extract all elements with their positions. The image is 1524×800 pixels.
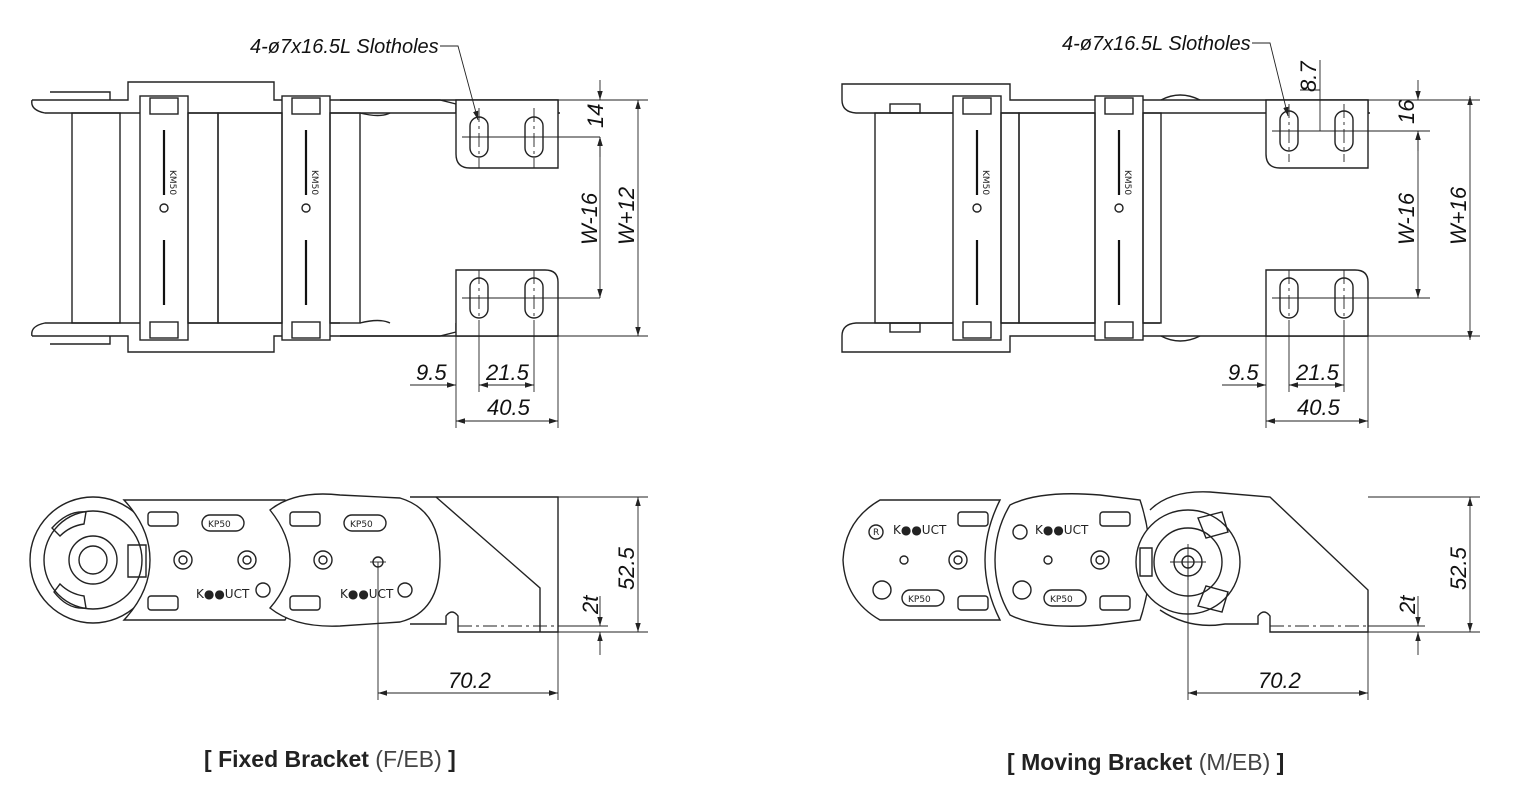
moving-dim-16: 16 bbox=[1394, 99, 1419, 124]
fixed-dim-52.5: 52.5 bbox=[614, 546, 639, 590]
fixed-dim-21.5: 21.5 bbox=[485, 360, 530, 385]
moving-brand-mark-2: K●●UCT bbox=[1035, 523, 1089, 537]
moving-top-view: KM50 KM50 bbox=[841, 83, 1430, 353]
moving-dim-9.5: 9.5 bbox=[1228, 360, 1259, 385]
moving-slotholes-note: 4-ø7x16.5L Slotholes bbox=[1062, 33, 1251, 55]
moving-model-mark-2: KM50 bbox=[1122, 170, 1132, 195]
moving-brand-mark: K●●UCT bbox=[893, 523, 947, 537]
fixed-bracket-caption: [ Fixed Bracket (F/EB) ] bbox=[204, 746, 456, 773]
fixed-model-mark: KM50 bbox=[167, 170, 177, 195]
fixed-dim-40.5: 40.5 bbox=[487, 395, 531, 420]
fixed-side-dimensions: 52.5 2t 70.2 bbox=[377, 496, 648, 700]
fixed-dim-w+12: W+12 bbox=[614, 187, 639, 245]
moving-side-view: R K●●UCT KP50 K●●UCT KP50 bbox=[842, 491, 1369, 633]
moving-dim-52.5: 52.5 bbox=[1446, 546, 1471, 590]
fixed-top-dimensions: 4-ø7x16.5L Slotholes 14 W-16 W+12 9.5 21… bbox=[250, 36, 648, 428]
fixed-dim-2t: 2t bbox=[578, 595, 603, 615]
fixed-caption-open: [ bbox=[204, 746, 219, 772]
moving-dim-w-16: W-16 bbox=[1394, 192, 1419, 245]
moving-part-mark-2: KP50 bbox=[1050, 595, 1073, 605]
moving-dim-21.5: 21.5 bbox=[1295, 360, 1340, 385]
moving-model-mark: KM50 bbox=[980, 170, 990, 195]
moving-dim-w+16: W+16 bbox=[1446, 186, 1471, 245]
moving-r-mark: R bbox=[873, 528, 879, 538]
fixed-caption-code: (F/EB) bbox=[368, 746, 449, 772]
moving-side-dimensions: 52.5 2t 70.2 bbox=[1187, 496, 1480, 700]
moving-caption-code: (M/EB) bbox=[1192, 749, 1277, 775]
fixed-dim-14: 14 bbox=[583, 104, 608, 128]
fixed-slotholes-note: 4-ø7x16.5L Slotholes bbox=[250, 36, 439, 58]
fixed-side-view: KP50 K●●UCT KP50 K●●UCT bbox=[29, 493, 559, 633]
fixed-top-view: KM50 KM50 bbox=[31, 81, 600, 353]
moving-top-dimensions: 4-ø7x16.5L Slotholes 8.7 16 W-16 W+16 9.… bbox=[1062, 33, 1480, 428]
fixed-part-mark-2: KP50 bbox=[350, 520, 373, 530]
moving-dim-8.7: 8.7 bbox=[1296, 61, 1321, 92]
fixed-caption-name: Fixed Bracket bbox=[218, 746, 369, 772]
moving-caption-close: ] bbox=[1276, 749, 1285, 775]
fixed-dim-9.5: 9.5 bbox=[416, 360, 447, 385]
fixed-dim-w-16: W-16 bbox=[577, 192, 602, 245]
moving-dim-2t: 2t bbox=[1395, 595, 1420, 615]
fixed-brand-mark-2: K●●UCT bbox=[340, 587, 394, 601]
fixed-dim-70.2: 70.2 bbox=[448, 668, 491, 693]
moving-bracket-caption: [ Moving Bracket (M/EB) ] bbox=[1007, 749, 1284, 776]
moving-dim-40.5: 40.5 bbox=[1297, 395, 1341, 420]
fixed-part-mark: KP50 bbox=[208, 520, 231, 530]
moving-dim-70.2: 70.2 bbox=[1258, 668, 1301, 693]
fixed-model-mark-2: KM50 bbox=[309, 170, 319, 195]
fixed-caption-close: ] bbox=[448, 746, 456, 772]
moving-caption-open: [ bbox=[1007, 749, 1022, 775]
moving-part-mark: KP50 bbox=[908, 595, 931, 605]
fixed-brand-mark: K●●UCT bbox=[196, 587, 250, 601]
moving-caption-name: Moving Bracket bbox=[1021, 749, 1193, 775]
